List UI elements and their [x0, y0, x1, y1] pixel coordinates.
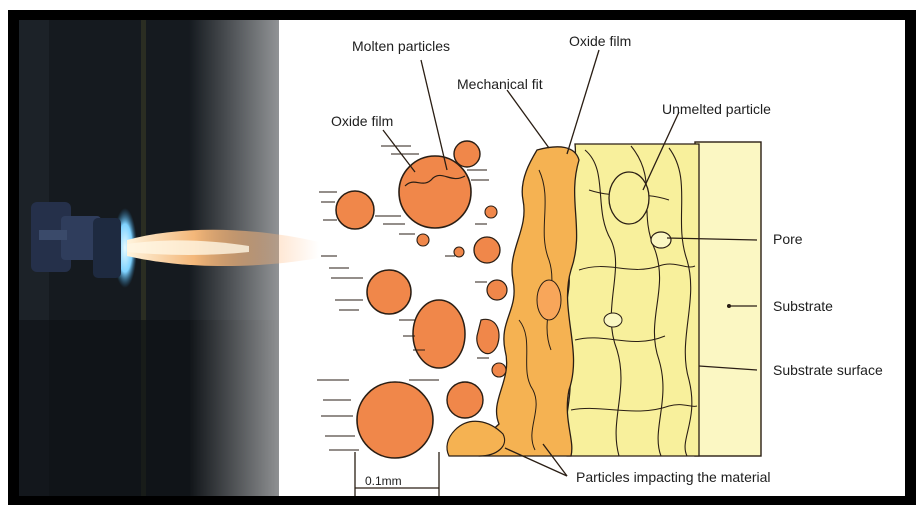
particle: [413, 300, 465, 368]
particle: [474, 237, 500, 263]
particle: [487, 280, 507, 300]
particle: [454, 247, 464, 257]
particle: [336, 191, 374, 229]
particle: [492, 363, 506, 377]
particle: [399, 156, 471, 228]
diagram-canvas: Molten particles Oxide film Mechanical f…: [19, 20, 905, 496]
particle: [454, 141, 480, 167]
label-molten-particles: Molten particles: [352, 38, 450, 54]
label-oxide-film-left: Oxide film: [331, 113, 393, 129]
particle: [477, 319, 499, 353]
particle: [357, 382, 433, 458]
label-mechanical-fit: Mechanical fit: [457, 76, 543, 92]
substrate: [695, 142, 761, 456]
label-particles-impacting: Particles impacting the material: [576, 469, 771, 485]
coating-layer-yellow: [562, 144, 699, 456]
image-frame: Molten particles Oxide film Mechanical f…: [8, 10, 916, 505]
particle: [447, 382, 483, 418]
particle: [367, 270, 411, 314]
particle: [485, 206, 497, 218]
label-substrate: Substrate: [773, 298, 833, 314]
label-unmelted-particle: Unmelted particle: [662, 101, 771, 117]
particle: [417, 234, 429, 246]
label-oxide-film-top: Oxide film: [569, 33, 631, 49]
scale-bar-label: 0.1mm: [365, 474, 402, 488]
label-pore: Pore: [773, 231, 803, 247]
label-substrate-surface: Substrate surface: [773, 362, 883, 378]
